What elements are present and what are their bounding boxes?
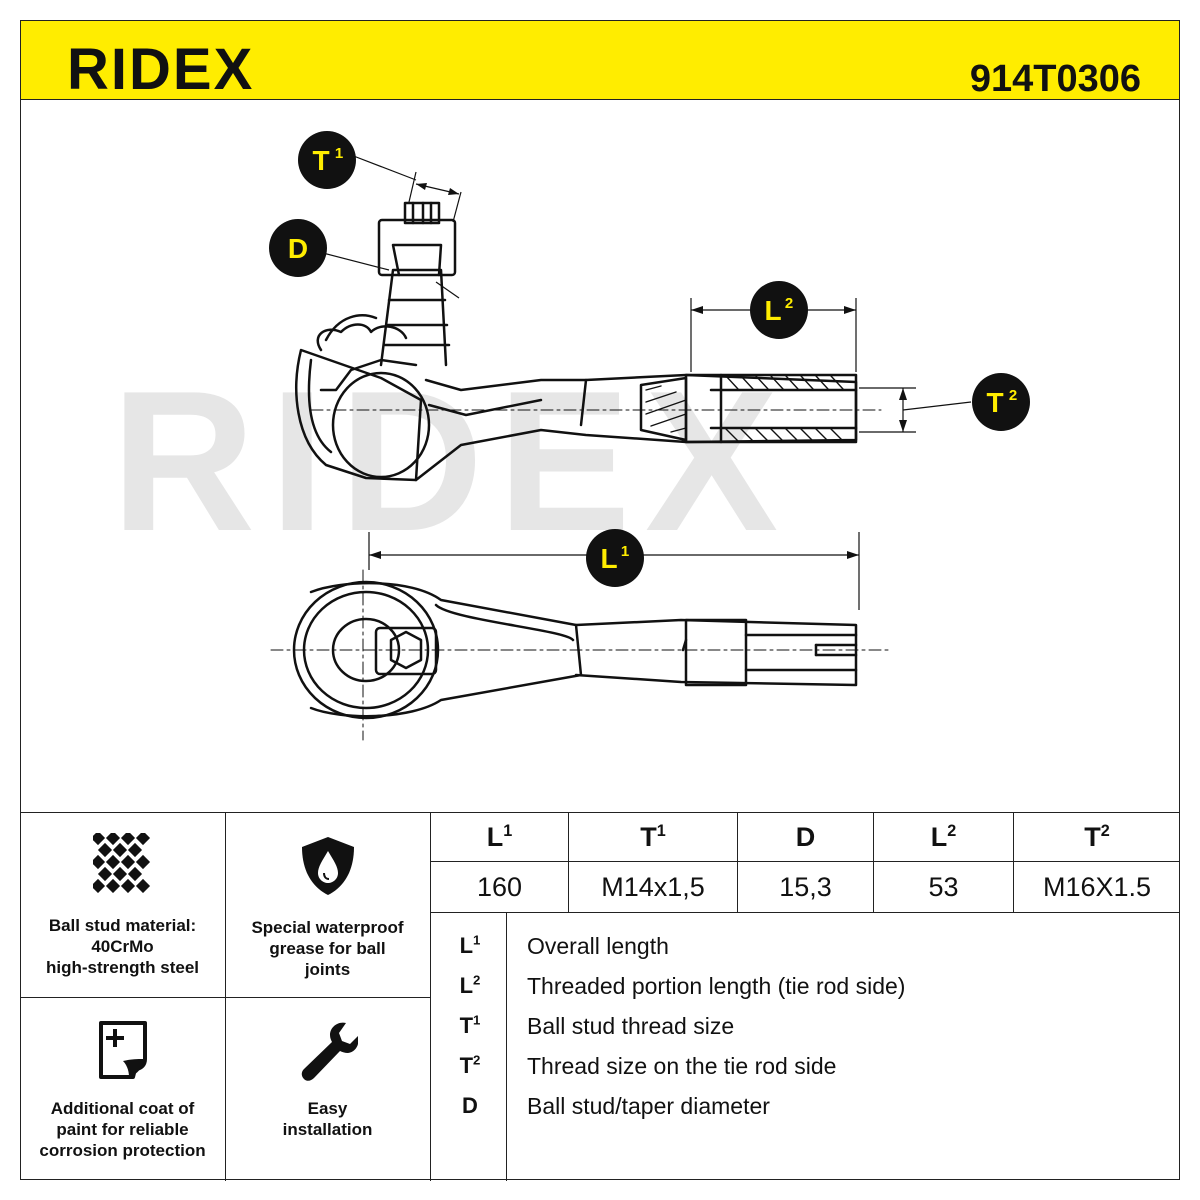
svg-text:1: 1 [335,145,343,162]
spec-header-l2: L2 [930,822,957,852]
legend-text: Threaded portion length (tie rod side) [527,973,906,999]
feature-line: Easy [307,1099,348,1118]
svg-text:2: 2 [1009,387,1017,404]
part-number: 914T0306 [969,58,1141,100]
feature-line: joints [304,960,351,979]
label-t2: T 2 [972,373,1030,431]
table-divider [430,861,1180,862]
spec-header-l1: L1 [486,822,513,852]
spec-value-l1: 160 [476,872,523,902]
svg-text:T: T [986,387,1003,418]
feature-line: Ball stud material: [48,916,197,935]
svg-text:D: D [288,233,308,264]
table-divider [1013,813,1014,912]
spec-value-t2: M16X1.5 [1042,872,1152,902]
feature-line: high-strength steel [45,958,199,977]
spec-value-l2: 53 [928,872,959,902]
divider [20,997,430,998]
plan-view-tie-rod-end [292,580,858,720]
brand-logo: RIDEX [67,37,255,102]
legend-key-t2: T2 [459,1052,481,1078]
spec-value-d: 15,3 [779,872,832,902]
centerlines [270,409,892,741]
feature-waterproof-grease: Special waterproof grease for ball joint… [225,813,430,997]
feature-line: Special waterproof [251,918,404,937]
feature-text: Easy installation [225,1098,430,1140]
technical-drawing: RIDEX [111,131,1030,741]
paint-coat-icon [98,1021,147,1079]
legend-key-t1: T1 [459,1012,481,1038]
spec-header-d: D [795,822,816,852]
label-d: D [269,219,327,277]
side-view-tie-rod-end [295,201,858,482]
legend-key-l2: L2 [459,972,481,998]
legend-text: Thread size on the tie rod side [527,1053,837,1079]
table-divider [430,912,1180,913]
spec-value-t1: M14x1,5 [601,872,705,902]
svg-text:2: 2 [785,295,793,312]
divider [430,813,431,1181]
legend-key-l1: L1 [459,932,481,958]
feature-line: grease for ball [269,939,386,958]
feature-text: Ball stud material: 40CrMo high-strength… [20,915,225,978]
feature-line: Additional coat of [50,1099,195,1118]
legend-text: Ball stud thread size [527,1013,735,1039]
feature-line: 40CrMo [91,937,154,956]
header-bar: RIDEX 914T0306 [20,20,1180,100]
legend-text: Overall length [527,933,669,959]
feature-paint-coat: Additional coat of paint for reliable co… [20,997,225,1181]
table-divider [873,813,874,912]
label-l2: L 2 [750,281,808,339]
feature-text: Special waterproof grease for ball joint… [225,917,430,980]
table-divider [737,813,738,912]
feature-line: paint for reliable [56,1120,189,1139]
thread-hatching [645,375,844,442]
svg-text:T: T [312,145,329,176]
dimension-arrows [369,183,907,559]
feature-ball-stud-material: Ball stud material: 40CrMo high-strength… [20,813,225,997]
legend-key-d: D [462,1093,478,1118]
watermark: RIDEX [111,350,792,573]
legend-text: Ball stud/taper diameter [527,1093,770,1119]
feature-text: Additional coat of paint for reliable co… [20,1098,225,1161]
feature-line: installation [282,1120,373,1139]
label-t1: T 1 [298,131,356,189]
table-divider [568,813,569,912]
feature-easy-installation: Easy installation [225,997,430,1181]
spec-header-t1: T1 [640,822,666,852]
steel-texture-icon [92,833,150,893]
label-l1: L 1 [586,529,644,587]
grease-shield-icon [301,837,354,895]
feature-line: corrosion protection [39,1141,206,1160]
svg-text:L: L [600,543,617,574]
legend-divider [506,912,507,1181]
info-panel: Ball stud material: 40CrMo high-strength… [20,812,1180,1181]
spec-header-t2: T2 [1084,822,1110,852]
svg-text:L: L [764,295,781,326]
wrench-icon [301,1022,358,1081]
svg-text:1: 1 [621,543,629,560]
